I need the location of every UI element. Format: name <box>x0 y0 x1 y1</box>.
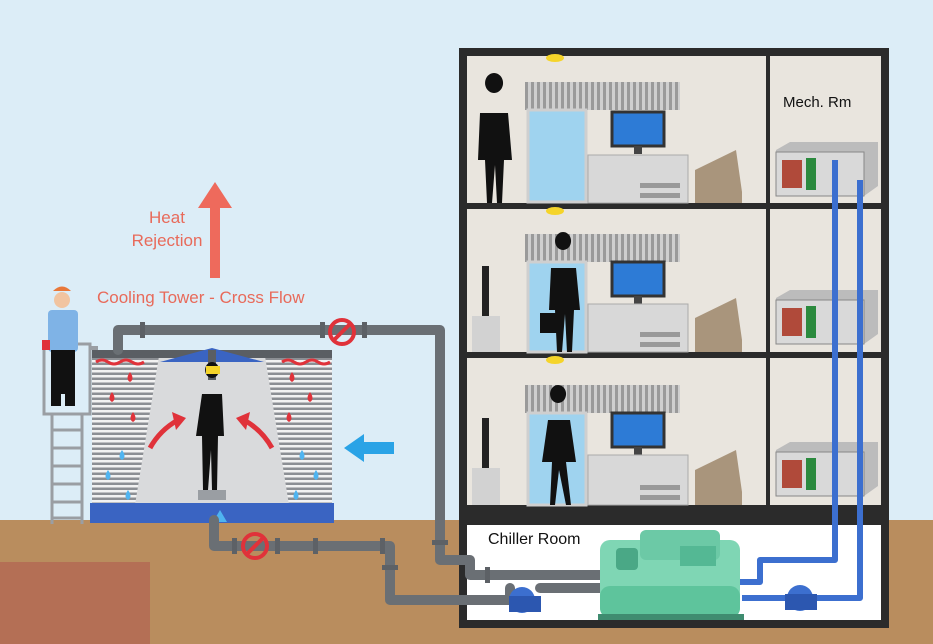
floor-1 <box>472 385 742 507</box>
ground-dark-patch <box>0 562 150 644</box>
cooling-tower-label: Cooling Tower - Cross Flow <box>97 288 305 307</box>
ladder <box>50 414 84 524</box>
heat-rejection-line1: Heat <box>149 208 185 227</box>
businessman-icon <box>478 73 512 203</box>
chiller-room-label: Chiller Room <box>488 531 581 548</box>
floor-3 <box>478 73 742 204</box>
pipe-flanges <box>140 322 490 583</box>
valve-icon <box>328 318 356 346</box>
ceiling-lights <box>546 54 564 364</box>
ahu-units <box>775 142 878 497</box>
heat-rejection-label: Heat Rejection <box>112 206 222 252</box>
tv-icon <box>482 418 489 468</box>
chiller-icon <box>598 530 744 620</box>
ahu-icon <box>775 142 878 197</box>
worker-icon <box>196 362 224 490</box>
monitor-icon <box>610 110 666 148</box>
ahu-icon <box>775 290 878 345</box>
tower-basin <box>90 503 334 523</box>
armchair-icon <box>695 150 742 203</box>
pump-icon <box>509 587 541 613</box>
chilled-water-pipes <box>740 160 863 601</box>
window-blinds <box>525 82 680 110</box>
heat-rejection-line2: Rejection <box>131 231 203 250</box>
window-blinds <box>525 385 680 413</box>
heat-rejection-arrow-icon <box>198 182 232 278</box>
window-blinds <box>525 234 680 262</box>
briefcase-icon <box>540 313 557 333</box>
ahu-icon <box>775 442 878 497</box>
armchair-icon <box>695 298 742 352</box>
person-icon <box>42 286 78 406</box>
pump-icon <box>785 585 817 611</box>
inlet-air-arrow-icon <box>344 434 394 462</box>
businesswoman-icon <box>542 385 576 505</box>
window-icon <box>526 108 588 204</box>
water-drop-icon <box>109 372 313 422</box>
tv-icon <box>482 266 489 316</box>
monitor-icon <box>610 260 666 298</box>
mech-room-label: Mech. Rm <box>783 94 852 111</box>
water-drop-icon <box>105 450 319 500</box>
monitor-icon <box>610 411 666 449</box>
armchair-icon <box>695 450 742 505</box>
cooling-tower <box>42 342 334 524</box>
valve-icon <box>241 532 269 560</box>
floor-2 <box>472 232 742 354</box>
